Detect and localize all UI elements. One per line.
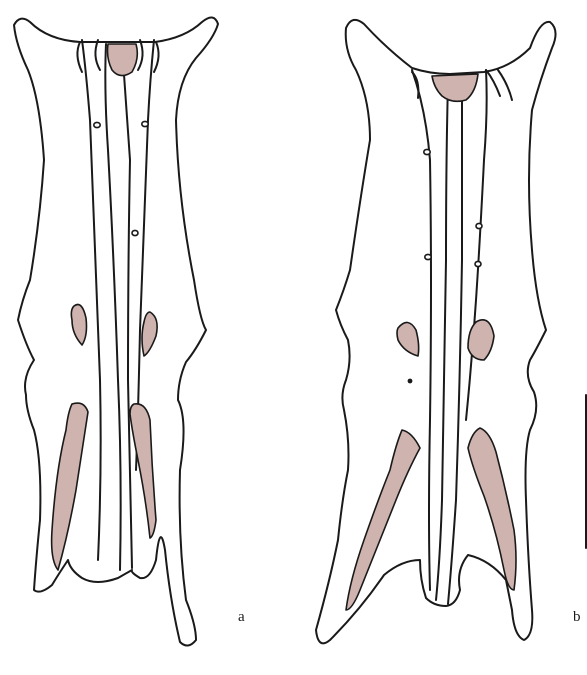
panel-b-hole-upper-right [476, 223, 482, 228]
panel-a-top-patch [108, 44, 138, 76]
panel-b-drawing [316, 20, 556, 644]
panel-b-hole-upper-left [424, 149, 430, 154]
panel-b-label: b [573, 610, 581, 625]
panel-b-hole-mid-left [425, 254, 431, 259]
panel-a-hole-right [142, 121, 148, 126]
panel-b-outline [316, 20, 556, 644]
panel-b-hole-mid-right [475, 261, 481, 266]
panel-a-hole-lower [132, 230, 138, 235]
panel-a-label: a [238, 610, 245, 625]
panel-b-dot [408, 379, 413, 384]
panel-a-drawing [14, 17, 218, 645]
panel-a-hole-left [94, 122, 100, 127]
